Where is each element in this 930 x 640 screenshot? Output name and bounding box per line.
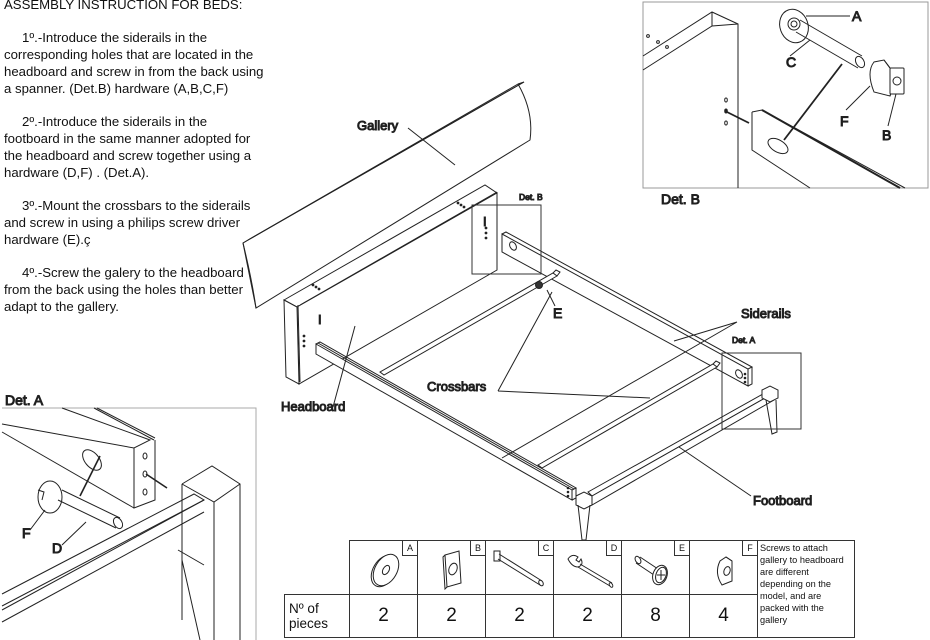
instruction-step-4: 4º.-Screw the galery to the headboard fr…: [4, 265, 244, 314]
footboard-part: [575, 385, 779, 541]
detail-a-label-f: F: [22, 525, 31, 541]
instructions-title: ASSEMBLY INSTRUCTION FOR BEDS:: [4, 0, 243, 12]
detail-a-panel: [1, 407, 257, 640]
assembly-instructions: ASSEMBLY INSTRUCTION FOR BEDS: 1º.-Intro…: [4, 0, 266, 331]
part-cell-f: F: [689, 540, 758, 595]
label-footboard: Footboard: [753, 493, 812, 508]
count-a: 2: [349, 594, 418, 638]
part-letter: C: [538, 541, 553, 556]
part-cell-e: E: [621, 540, 690, 595]
detail-b-title: Det. B: [661, 191, 700, 207]
detail-a-title: Det. A: [5, 392, 44, 408]
count-f: 4: [689, 594, 758, 638]
label-crossbars: Crossbars: [427, 379, 487, 394]
crossbar-1: [379, 269, 561, 376]
label-siderails: Siderails: [741, 306, 791, 321]
pieces-row-label: Nº of pieces: [284, 594, 350, 638]
label-det-b-marker: Det. B: [519, 192, 543, 202]
left-siderail: [315, 341, 578, 501]
part-letter: A: [402, 541, 417, 556]
detail-b-label-c: C: [786, 54, 796, 70]
orientation-mark-det-b: I: [483, 214, 487, 229]
bolt-icon: [493, 550, 544, 587]
orientation-mark-headboard: I: [318, 312, 322, 327]
detail-b-label-b: B: [882, 127, 891, 143]
part-letter: B: [470, 541, 485, 556]
square-nut-icon: [442, 550, 462, 591]
washer-icon: [370, 553, 400, 588]
det-a-callout-box: [721, 352, 802, 430]
label-headboard: Headboard: [281, 399, 345, 414]
cam-block-icon: [716, 556, 733, 586]
detail-b-label-a: A: [852, 8, 862, 24]
instruction-step-1: 1º.-Introduce the siderails in the corre…: [4, 30, 264, 96]
detail-b-label-f: F: [840, 113, 849, 129]
screw-e-marker: [535, 281, 543, 289]
part-letter: D: [606, 541, 621, 556]
hardware-table: A B C D: [284, 540, 855, 638]
headboard-part: [282, 184, 498, 385]
detail-a-label-d: D: [52, 540, 62, 556]
label-screw-e: E: [553, 305, 562, 321]
count-d: 2: [553, 594, 622, 638]
crossbar-2: [537, 360, 721, 469]
part-letter: F: [742, 541, 757, 556]
label-gallery: Gallery: [357, 118, 399, 133]
part-letter: E: [674, 541, 689, 556]
part-cell-a: A: [349, 540, 418, 595]
part-cell-b: B: [417, 540, 486, 595]
label-det-a-marker: Det. A: [732, 335, 755, 345]
det-b-callout-box: [471, 204, 542, 275]
part-cell-d: D: [553, 540, 622, 595]
count-b: 2: [417, 594, 486, 638]
hardware-note: Screws to attach gallery to headboard ar…: [757, 540, 855, 638]
part-cell-c: C: [485, 540, 554, 595]
phillips-screw-icon: [634, 555, 668, 586]
detail-b-panel: [642, 1, 929, 189]
spanner-icon: [567, 554, 614, 588]
count-e: 8: [621, 594, 690, 638]
instruction-step-2: 2º.-Introduce the siderails in the footb…: [4, 114, 252, 180]
gallery-part: [242, 81, 532, 309]
instruction-step-3: 3º.-Mount the crossbars to the siderails…: [4, 198, 251, 247]
right-siderail: [501, 231, 754, 387]
count-c: 2: [485, 594, 554, 638]
